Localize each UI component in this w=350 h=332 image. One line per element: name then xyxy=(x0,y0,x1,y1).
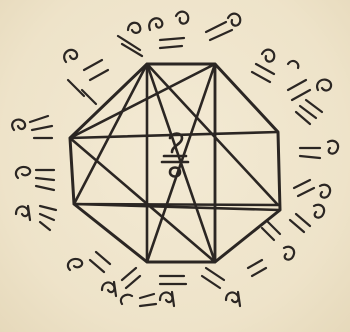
glyph-group-upper-right xyxy=(252,50,331,100)
center-fraction-glyph xyxy=(150,126,200,186)
glyph-group-left xyxy=(12,116,56,230)
glyph-group-right xyxy=(262,100,338,260)
glyph-group-bottom xyxy=(68,252,266,306)
glyph-group-top xyxy=(118,12,240,56)
glyph-group-upper-left xyxy=(64,50,108,104)
center-fraction xyxy=(150,126,200,186)
